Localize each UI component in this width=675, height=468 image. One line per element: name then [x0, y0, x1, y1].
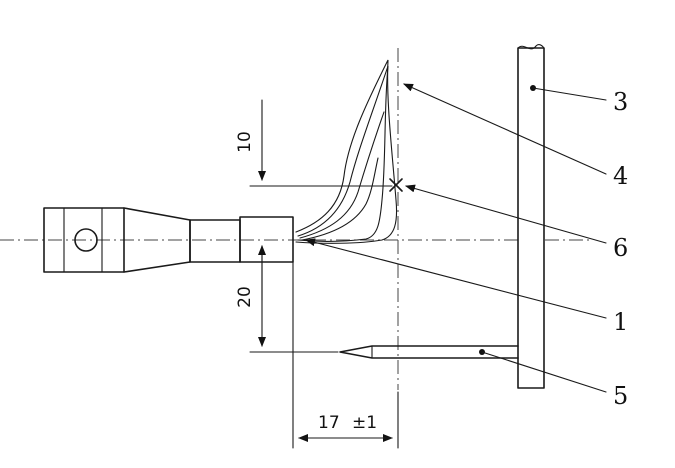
- burner-air-hole: [74, 228, 98, 252]
- probe-body: [339, 345, 519, 359]
- dimension-tolerance-label: ±1: [352, 413, 377, 433]
- burner-nozzle: [239, 216, 294, 263]
- callout-4: 4: [613, 162, 628, 190]
- callout-1: 1: [613, 308, 628, 336]
- leader-1: [305, 238, 607, 319]
- callout-5: 5: [613, 382, 628, 410]
- flame: [295, 59, 398, 244]
- leader-6: [405, 184, 607, 244]
- dimension-10-label: 10: [235, 131, 255, 153]
- callout-6: 6: [613, 234, 628, 262]
- probe: [339, 345, 519, 359]
- leader-5: [481, 351, 607, 393]
- specimen-holder: [517, 44, 545, 389]
- burner: [43, 207, 294, 273]
- leader-3: [532, 87, 607, 101]
- dimension-17-label: 17: [318, 413, 340, 433]
- burner-handle: [43, 207, 125, 273]
- leader-4: [403, 83, 607, 175]
- burner-tube: [189, 219, 241, 263]
- callout-3: 3: [613, 88, 628, 116]
- dimension-20-label: 20: [235, 286, 255, 308]
- specimen-bar: [517, 47, 545, 389]
- test-point-cross: [389, 178, 403, 192]
